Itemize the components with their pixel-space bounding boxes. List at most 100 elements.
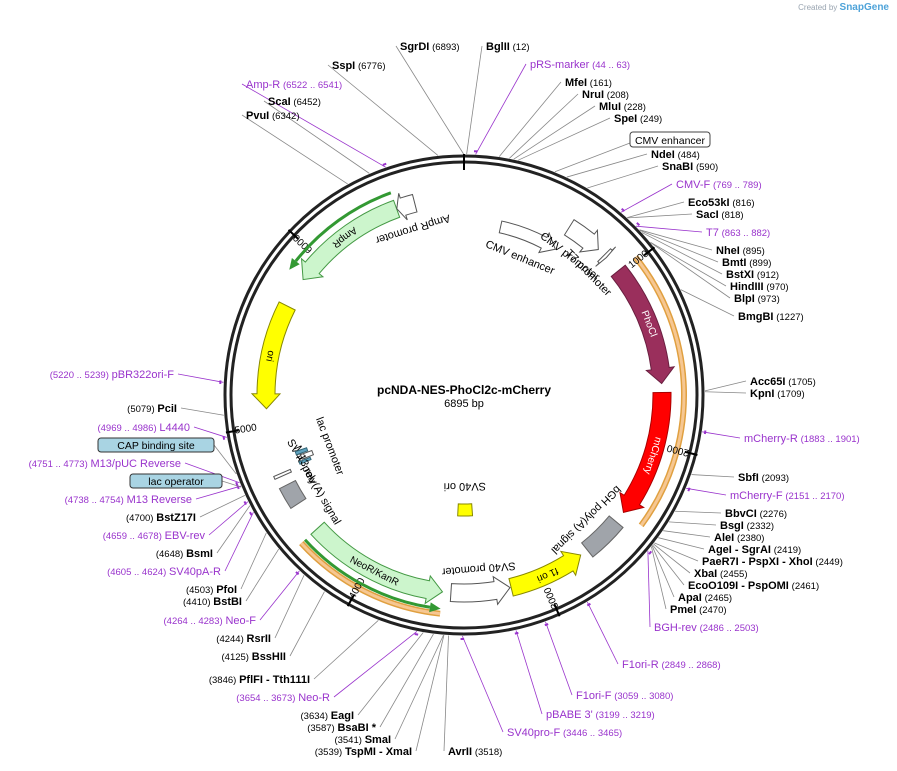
enzyme-label-bsshii[interactable]: (4125) BssHII [222, 651, 287, 663]
enzyme-label-sspi[interactable]: SspI (6776) [332, 60, 385, 72]
enzyme-label-tspmi-xmai[interactable]: (3539) TspMI - XmaI [315, 746, 412, 758]
enzyme-label-smai[interactable]: (3541) SmaI [334, 734, 391, 746]
primer-label-prs-marker[interactable]: pRS-marker (44 .. 63) [530, 59, 630, 71]
feature-bgh-poly-a-signal[interactable] [580, 515, 624, 558]
enzyme-label-acc65i[interactable]: Acc65I (1705) [750, 376, 816, 388]
feature-ori[interactable] [250, 301, 296, 410]
primer-label-sv40pro-f[interactable]: SV40pro-F (3446 .. 3465) [507, 727, 622, 739]
enzyme-label-ecoo109i-pspomi[interactable]: EcoO109I - PspOMI (2461) [688, 580, 819, 592]
orf-line-1 [303, 538, 431, 609]
primer-label-amp-r[interactable]: Amp-R (6522 .. 6541) [246, 79, 342, 91]
enzyme-label-sbfi[interactable]: SbfI (2093) [738, 472, 789, 484]
enzyme-label-mfei[interactable]: MfeI (161) [565, 77, 612, 89]
enzyme-label-ndei[interactable]: NdeI (484) [651, 149, 700, 161]
primer-label-sv40pa-r[interactable]: (4605 .. 4624) SV40pA-R [107, 566, 221, 578]
enzyme-label-avrii[interactable]: AvrII (3518) [448, 746, 502, 758]
feature-sv40-ori[interactable] [457, 503, 474, 517]
leader-line-acc65i [704, 380, 747, 392]
enzyme-label-xbai[interactable]: XbaI (2455) [694, 568, 747, 580]
site-name: T7 [706, 227, 719, 239]
enzyme-label-bstxi[interactable]: BstXI (912) [726, 269, 779, 281]
enzyme-label-nhei[interactable]: NheI (895) [716, 245, 765, 257]
enzyme-label-apai[interactable]: ApaI (2465) [678, 592, 732, 604]
site-position: (4125) [222, 652, 249, 663]
feature-tag-lac-operator[interactable] [129, 473, 223, 489]
enzyme-label-bsabi[interactable]: (3587) BsaBI * [307, 722, 376, 734]
enzyme-label-eagi[interactable]: (3634) EagI [301, 710, 354, 722]
primer-label-t7[interactable]: T7 (863 .. 882) [706, 227, 770, 239]
feature-t7-promoter[interactable] [595, 246, 617, 267]
feature-lac-promoter[interactable] [299, 449, 315, 460]
site-name: BssHII [252, 651, 286, 663]
primer-label-f1ori-r[interactable]: F1ori-R (2849 .. 2868) [622, 659, 721, 671]
enzyme-label-nrui[interactable]: NruI (208) [582, 89, 629, 101]
enzyme-label-bglii[interactable]: BglII (12) [486, 41, 530, 53]
leader-line-sv40pa-r [224, 512, 254, 572]
primer-label-pbr322ori-f[interactable]: (5220 .. 5239) pBR322ori-F [50, 369, 175, 381]
feature-cap-binding-site[interactable] [294, 447, 309, 456]
leader-line-bgh-rev [647, 550, 651, 628]
enzyme-label-pmei[interactable]: PmeI (2470) [670, 604, 727, 616]
primer-label-cmv-f[interactable]: CMV-F (769 .. 789) [676, 179, 762, 191]
feature-mcherry[interactable] [619, 391, 672, 513]
enzyme-label-sgrdi[interactable]: SgrDI (6893) [400, 41, 460, 53]
site-position: (2419) [774, 545, 801, 556]
enzyme-label-bstbi[interactable]: (4410) BstBI [183, 596, 242, 608]
feature-label-ori: ori [263, 349, 276, 362]
enzyme-label-agei-sgrai[interactable]: AgeI - SgrAI (2419) [708, 544, 801, 556]
enzyme-label-bsmi[interactable]: (4648) BsmI [156, 548, 213, 560]
primer-label-neo-f[interactable]: (4264 .. 4283) Neo-F [164, 615, 257, 627]
leader-line-mcherry-r [702, 431, 741, 439]
enzyme-label-rsrii[interactable]: (4244) RsrII [216, 633, 271, 645]
primer-label-neo-r[interactable]: (3654 .. 3673) Neo-R [236, 692, 330, 704]
enzyme-label-mlui[interactable]: MluI (228) [599, 101, 646, 113]
feature-tag-cap-binding-site[interactable] [97, 437, 215, 453]
primer-label-mcherry-f[interactable]: mCherry-F (2151 .. 2170) [730, 490, 845, 502]
enzyme-label-pflfi-tth111i[interactable]: (3846) PflFI - Tth111I [209, 674, 310, 686]
feature-ampr[interactable] [300, 199, 401, 281]
enzyme-label-kpni[interactable]: KpnI (1709) [750, 388, 805, 400]
feature-tag-cmv-enhancer[interactable] [629, 131, 711, 148]
enzyme-label-pcii[interactable]: (5079) PciI [127, 403, 177, 415]
leader-line-bstz17i [199, 494, 246, 518]
enzyme-label-paer7i-pspxi-xhoi[interactable]: PaeR7I - PspXI - XhoI (2449) [702, 556, 843, 568]
feature-ampr-promoter[interactable] [396, 193, 418, 221]
enzyme-label-blpi[interactable]: BlpI (973) [734, 293, 780, 305]
feature-m13-rev[interactable] [273, 468, 293, 480]
primer-label-mcherry-r[interactable]: mCherry-R (1883 .. 1901) [744, 433, 860, 445]
enzyme-label-pfoi[interactable]: (4503) PfoI [186, 584, 237, 596]
primer-label-m13-puc-reverse[interactable]: (4751 .. 4773) M13/pUC Reverse [29, 458, 181, 470]
feature-lac-operator[interactable] [298, 456, 312, 465]
feature-f1-ori[interactable] [508, 550, 582, 597]
primer-label-l4440[interactable]: (4969 .. 4986) L4440 [97, 422, 190, 434]
leader-line-t7 [635, 225, 703, 233]
enzyme-label-snabi[interactable]: SnaBI (590) [662, 161, 718, 173]
primer-label-m13-reverse[interactable]: (4738 .. 4754) M13 Reverse [65, 494, 192, 506]
leader-line-paer7i-pspxi-xhoi [654, 542, 699, 562]
enzyme-label-saci[interactable]: SacI (818) [696, 209, 744, 221]
enzyme-label-eco53ki[interactable]: Eco53kI (816) [688, 197, 755, 209]
site-name: MfeI [565, 77, 587, 89]
enzyme-label-scai[interactable]: ScaI (6452) [268, 96, 321, 108]
enzyme-label-bmgbi[interactable]: BmgBI (1227) [738, 311, 804, 323]
enzyme-label-alei[interactable]: AleI (2380) [714, 532, 764, 544]
enzyme-label-spei[interactable]: SpeI (249) [614, 113, 662, 125]
primer-label-ebv-rev[interactable]: (4659 .. 4678) EBV-rev [103, 530, 206, 542]
enzyme-label-hindiii[interactable]: HindIII (970) [730, 281, 789, 293]
feature-cmv-enhancer[interactable] [498, 220, 556, 254]
feature-sv40-promoter[interactable] [449, 575, 511, 606]
enzyme-label-pvui[interactable]: PvuI (6342) [246, 110, 299, 122]
watermark-brand: SnapGene [839, 2, 889, 13]
primer-label-f1ori-f[interactable]: F1ori-F (3059 .. 3080) [576, 690, 673, 702]
enzyme-label-bbvci[interactable]: BbvCI (2276) [725, 508, 787, 520]
primer-label-bgh-rev[interactable]: BGH-rev (2486 .. 2503) [654, 622, 759, 634]
feature-phocl[interactable] [610, 264, 676, 385]
tick-1000 [643, 246, 656, 257]
enzyme-label-bmti[interactable]: BmtI (899) [722, 257, 771, 269]
feature-sv40-poly-a-signal[interactable] [278, 479, 307, 510]
feature-cmv-promoter[interactable] [563, 218, 599, 253]
primer-label-pbabe-3[interactable]: pBABE 3' (3199 .. 3219) [546, 709, 655, 721]
enzyme-label-bsgi[interactable]: BsgI (2332) [720, 520, 774, 532]
feature-neor-kanr[interactable] [310, 521, 444, 605]
enzyme-label-bstz17i[interactable]: (4700) BstZ17I [126, 512, 196, 524]
